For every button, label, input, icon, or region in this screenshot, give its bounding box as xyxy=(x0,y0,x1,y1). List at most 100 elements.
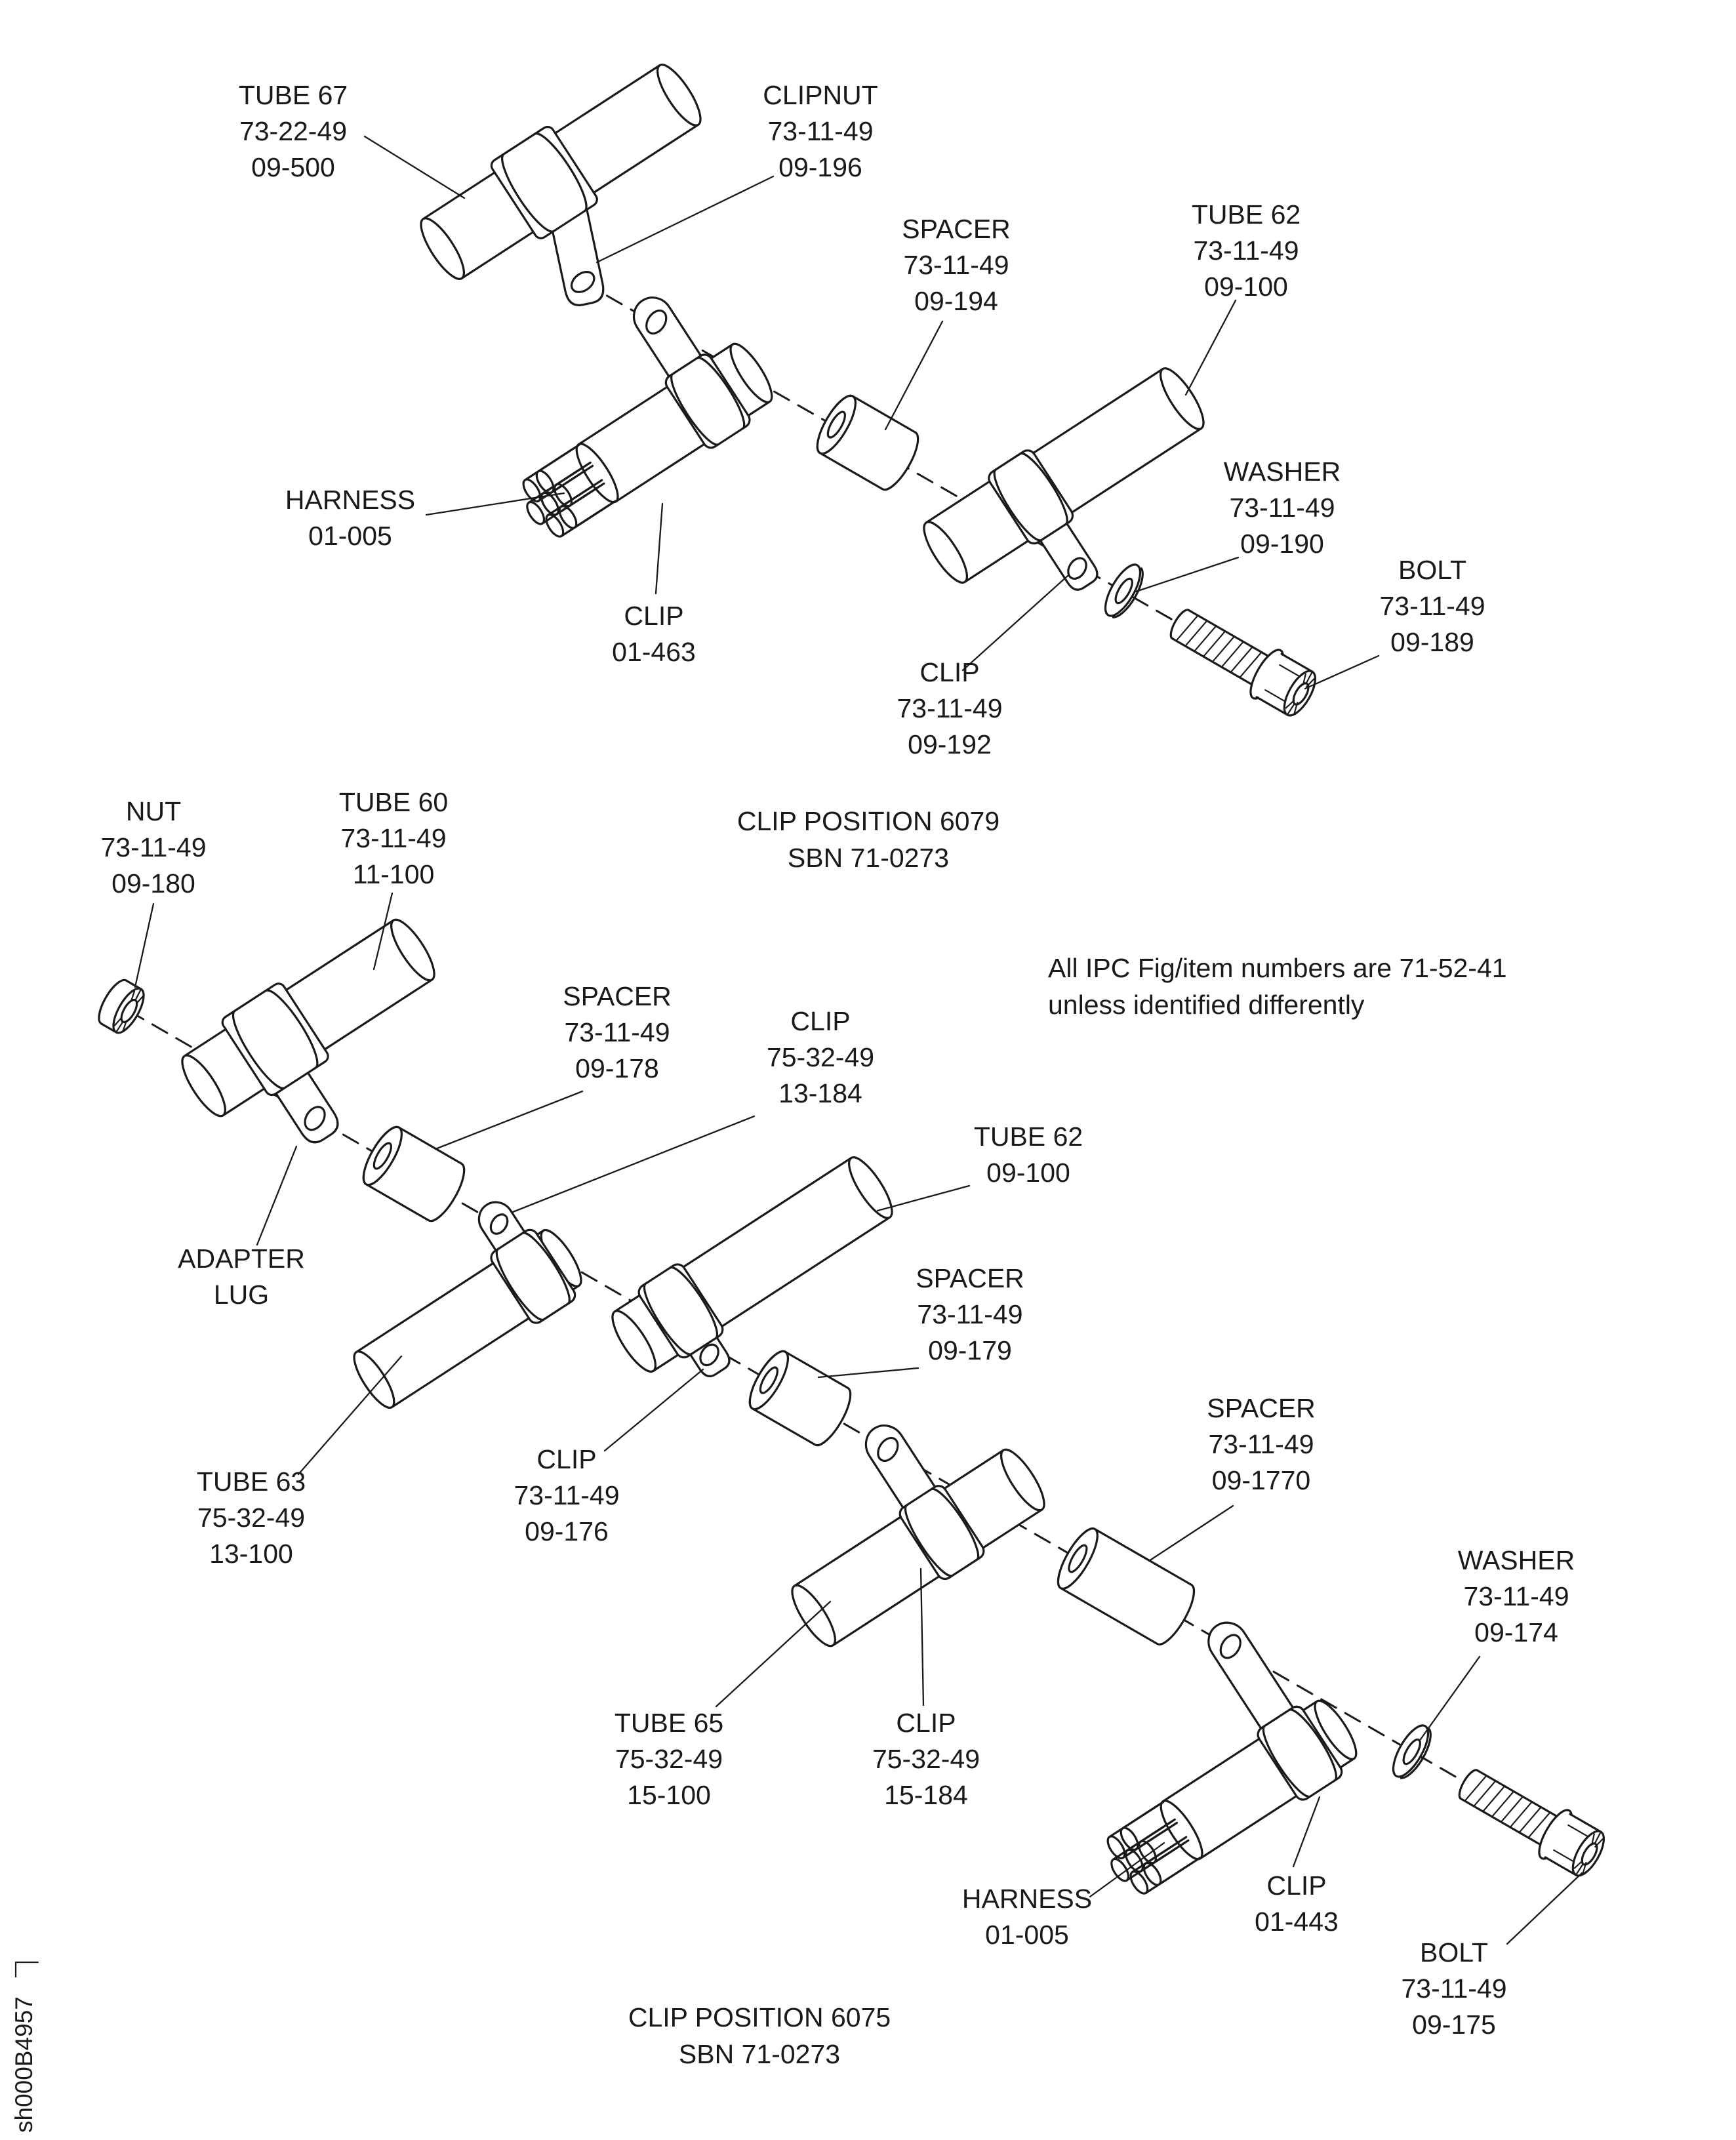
label-line: BOLT xyxy=(1398,555,1467,585)
label-line: 73-11-49 xyxy=(1463,1581,1569,1611)
leader-line xyxy=(1292,1796,1321,1868)
label-line: HARNESS xyxy=(961,1884,1093,1914)
label-line: TUBE 67 xyxy=(238,80,348,110)
label-line: 09-1770 xyxy=(1211,1465,1311,1495)
label-tube-65: TUBE 65 75-32-49 15-100 xyxy=(615,1705,723,1813)
leader-line xyxy=(603,1368,704,1452)
caption-line: CLIP POSITION 6079 xyxy=(737,806,1000,836)
bolt-09-175-drawing xyxy=(1449,1756,1613,1884)
label-line: 75-32-49 xyxy=(615,1744,723,1774)
washer-09-190-drawing xyxy=(1097,558,1151,624)
label-line: 73-11-49 xyxy=(1193,235,1299,266)
label-line: ADAPTER xyxy=(178,1243,305,1274)
leader-lines xyxy=(134,135,1583,1945)
caption-line: SBN 71-0273 xyxy=(787,843,950,873)
label-line: TUBE 65 xyxy=(614,1708,724,1738)
label-spacer-09-179: SPACER 73-11-49 09-179 xyxy=(916,1261,1024,1369)
label-line: CLIP xyxy=(1266,1870,1327,1901)
line-art xyxy=(14,58,1613,1978)
label-line: 73-22-49 xyxy=(239,116,348,146)
caption-clip-position-6079: CLIP POSITION 6079 SBN 71-0273 xyxy=(737,803,999,876)
spacer-09-179-drawing xyxy=(742,1345,858,1451)
leader-line xyxy=(1419,1655,1481,1741)
label-tube-60: TUBE 60 73-11-49 11-100 xyxy=(339,784,448,893)
label-line: CLIP xyxy=(896,1708,956,1738)
label-spacer-09-194: SPACER 73-11-49 09-194 xyxy=(902,211,1011,319)
leader-line xyxy=(961,575,1069,672)
label-tube-63: TUBE 63 75-32-49 13-100 xyxy=(197,1464,306,1572)
label-line: 75-32-49 xyxy=(197,1503,306,1533)
label-line: 73-11-49 xyxy=(340,823,447,853)
label-line: SPACER xyxy=(916,1263,1024,1293)
leader-line xyxy=(1184,299,1237,396)
tube-63-cylinder xyxy=(346,1224,589,1414)
label-line: HARNESS xyxy=(285,485,416,515)
label-tube-62-bottom: TUBE 62 09-100 xyxy=(974,1119,1083,1191)
label-line: 73-11-49 xyxy=(903,250,1009,280)
label-line: 09-100 xyxy=(1204,272,1288,302)
note-line: All IPC Fig/item numbers are 71-52-41 xyxy=(1048,953,1507,983)
harness-top-drawing xyxy=(511,289,780,546)
label-spacer-09-1770: SPACER 73-11-49 09-1770 xyxy=(1207,1390,1316,1499)
label-line: 13-184 xyxy=(778,1078,862,1108)
label-line: 09-176 xyxy=(525,1516,609,1546)
leader-line xyxy=(817,1367,919,1379)
caption-line: CLIP POSITION 6075 xyxy=(628,2002,891,2032)
harness-bottom-drawing xyxy=(1095,1614,1364,1903)
label-line: 09-189 xyxy=(1390,627,1474,657)
note-line: unless identified differently xyxy=(1048,990,1365,1020)
ipc-note: All IPC Fig/item numbers are 71-52-41 un… xyxy=(1048,950,1507,1023)
label-adapter-lug: ADAPTER LUG xyxy=(178,1241,305,1313)
label-line: 09-500 xyxy=(251,152,335,182)
leader-line xyxy=(297,1355,403,1476)
leader-line xyxy=(363,135,466,199)
label-nut: NUT 73-11-49 09-180 xyxy=(100,794,206,902)
label-clip-09-192: CLIP 73-11-49 09-192 xyxy=(897,655,1002,763)
label-line: 09-174 xyxy=(1474,1617,1558,1647)
label-line: SPACER xyxy=(563,981,672,1011)
leader-line xyxy=(434,1090,584,1150)
washer-09-174-drawing xyxy=(1385,1719,1439,1785)
label-washer-09-174: WASHER 73-11-49 09-174 xyxy=(1458,1543,1575,1651)
label-line: CLIPNUT xyxy=(763,80,878,110)
label-line: WASHER xyxy=(1223,456,1341,487)
tube-63-drawing xyxy=(346,1194,589,1414)
spacer-09-194-drawing xyxy=(809,390,926,496)
label-line: 09-178 xyxy=(575,1053,659,1083)
label-clip-13-184: CLIP 75-32-49 13-184 xyxy=(767,1003,874,1112)
leader-line xyxy=(256,1145,298,1246)
label-line: 09-194 xyxy=(914,286,998,316)
leader-line xyxy=(715,1600,832,1708)
label-line: 01-463 xyxy=(612,637,696,667)
leader-line xyxy=(1304,655,1380,690)
label-line: CLIP xyxy=(536,1444,597,1474)
label-line: TUBE 62 xyxy=(1191,199,1301,230)
label-line: 73-11-49 xyxy=(917,1299,1023,1329)
label-line: 73-11-49 xyxy=(100,832,207,862)
leader-line xyxy=(1135,556,1240,593)
label-line: TUBE 63 xyxy=(196,1466,306,1497)
label-line: TUBE 62 xyxy=(973,1121,1083,1152)
label-line: 01-005 xyxy=(308,521,392,551)
tube-62-top-drawing xyxy=(916,361,1212,595)
label-line: 73-11-49 xyxy=(897,693,1003,723)
label-tube-67: TUBE 67 73-22-49 09-500 xyxy=(239,77,348,186)
label-line: 09-175 xyxy=(1412,2009,1496,2040)
leader-line xyxy=(1506,1872,1583,1945)
label-line: TUBE 60 xyxy=(338,787,449,817)
bolt-09-189-drawing xyxy=(1160,596,1324,723)
label-line: 73-11-49 xyxy=(1401,1973,1507,2004)
leader-line xyxy=(876,1184,971,1212)
sheet-code-bracket xyxy=(14,1961,39,1978)
spacer-09-178-drawing xyxy=(355,1121,472,1227)
label-line: 13-100 xyxy=(209,1539,293,1569)
label-line: NUT xyxy=(125,796,182,826)
leader-line xyxy=(595,175,775,264)
leader-line xyxy=(1089,1842,1165,1898)
label-clip-09-176: CLIP 73-11-49 09-176 xyxy=(514,1442,619,1550)
label-line: 15-184 xyxy=(884,1780,968,1810)
label-harness-top: HARNESS 01-005 xyxy=(285,482,415,554)
label-line: LUG xyxy=(213,1280,270,1310)
leader-line xyxy=(884,320,944,431)
sheet-code: sh000B4957 xyxy=(10,1996,37,2133)
